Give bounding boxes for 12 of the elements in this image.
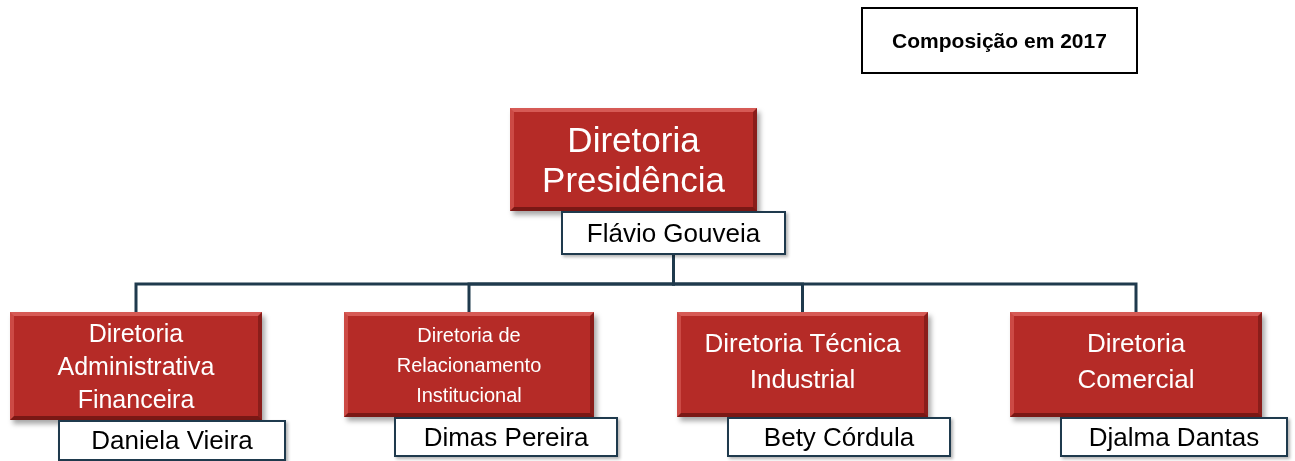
- title-box: Composição em 2017: [861, 7, 1138, 74]
- name-box: Flávio Gouveia: [561, 211, 786, 255]
- name-box: Dimas Pereira: [394, 417, 618, 457]
- connector-line: [672, 255, 1138, 312]
- name-box: Daniela Vieira: [58, 420, 286, 461]
- name-box: Djalma Dantas: [1060, 417, 1288, 457]
- director-box: Diretoria Comercial: [1010, 312, 1262, 417]
- director-box: Diretoria Técnica Industrial: [677, 312, 928, 417]
- director-box: Diretoria Presidência: [510, 108, 757, 211]
- name-box: Bety Córdula: [727, 417, 951, 457]
- director-box: Diretoria de Relacionamento Institucional: [344, 312, 594, 417]
- director-box: Diretoria Administrativa Financeira: [10, 312, 262, 420]
